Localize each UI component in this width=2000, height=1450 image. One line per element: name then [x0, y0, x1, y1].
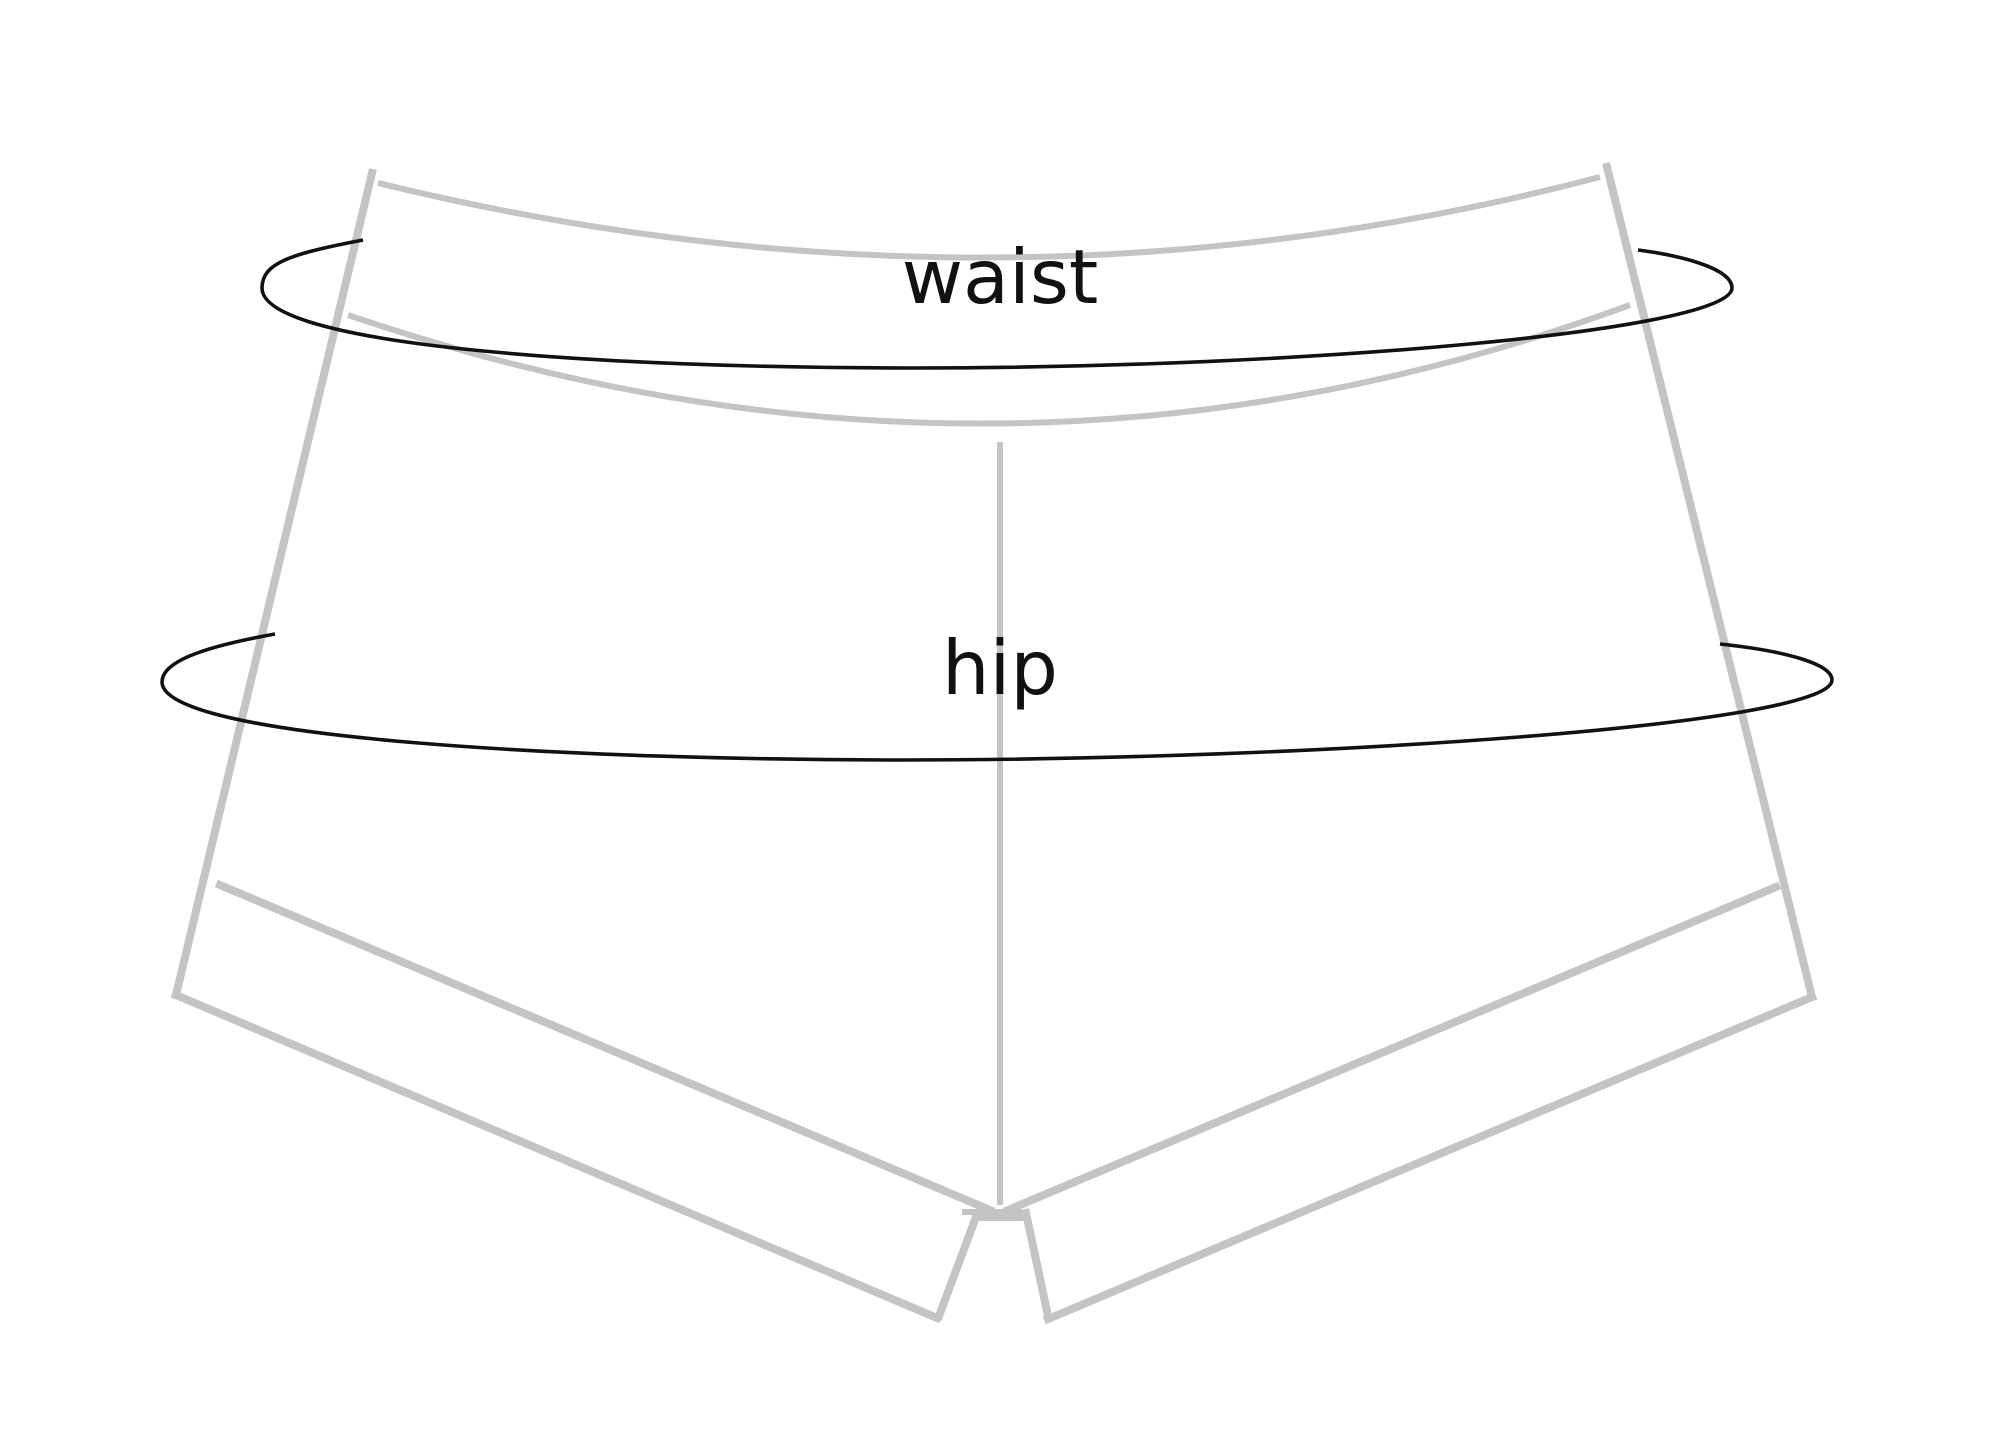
right-side-seam: [1602, 162, 1817, 1002]
right-hem: [1042, 991, 1818, 1325]
right-cuff-line: [1002, 881, 1782, 1216]
left-side-seam: [171, 168, 377, 1000]
waistband-bottom-edge: [347, 302, 1632, 427]
hip-measurement: hip: [160, 624, 1834, 762]
shorts-outline: [170, 162, 1818, 1325]
hip-measurement-line: [160, 632, 1834, 762]
waistband-top-edge: [377, 174, 1601, 261]
hip-label: hip: [942, 624, 1058, 712]
waist-measurement: waist: [260, 233, 1734, 370]
right-inseam: [1021, 1208, 1053, 1321]
waist-label: waist: [902, 233, 1099, 321]
left-hem: [170, 989, 943, 1324]
waist-measurement-line: [260, 238, 1734, 370]
left-cuff-line: [214, 879, 996, 1216]
left-inseam: [933, 1211, 982, 1322]
